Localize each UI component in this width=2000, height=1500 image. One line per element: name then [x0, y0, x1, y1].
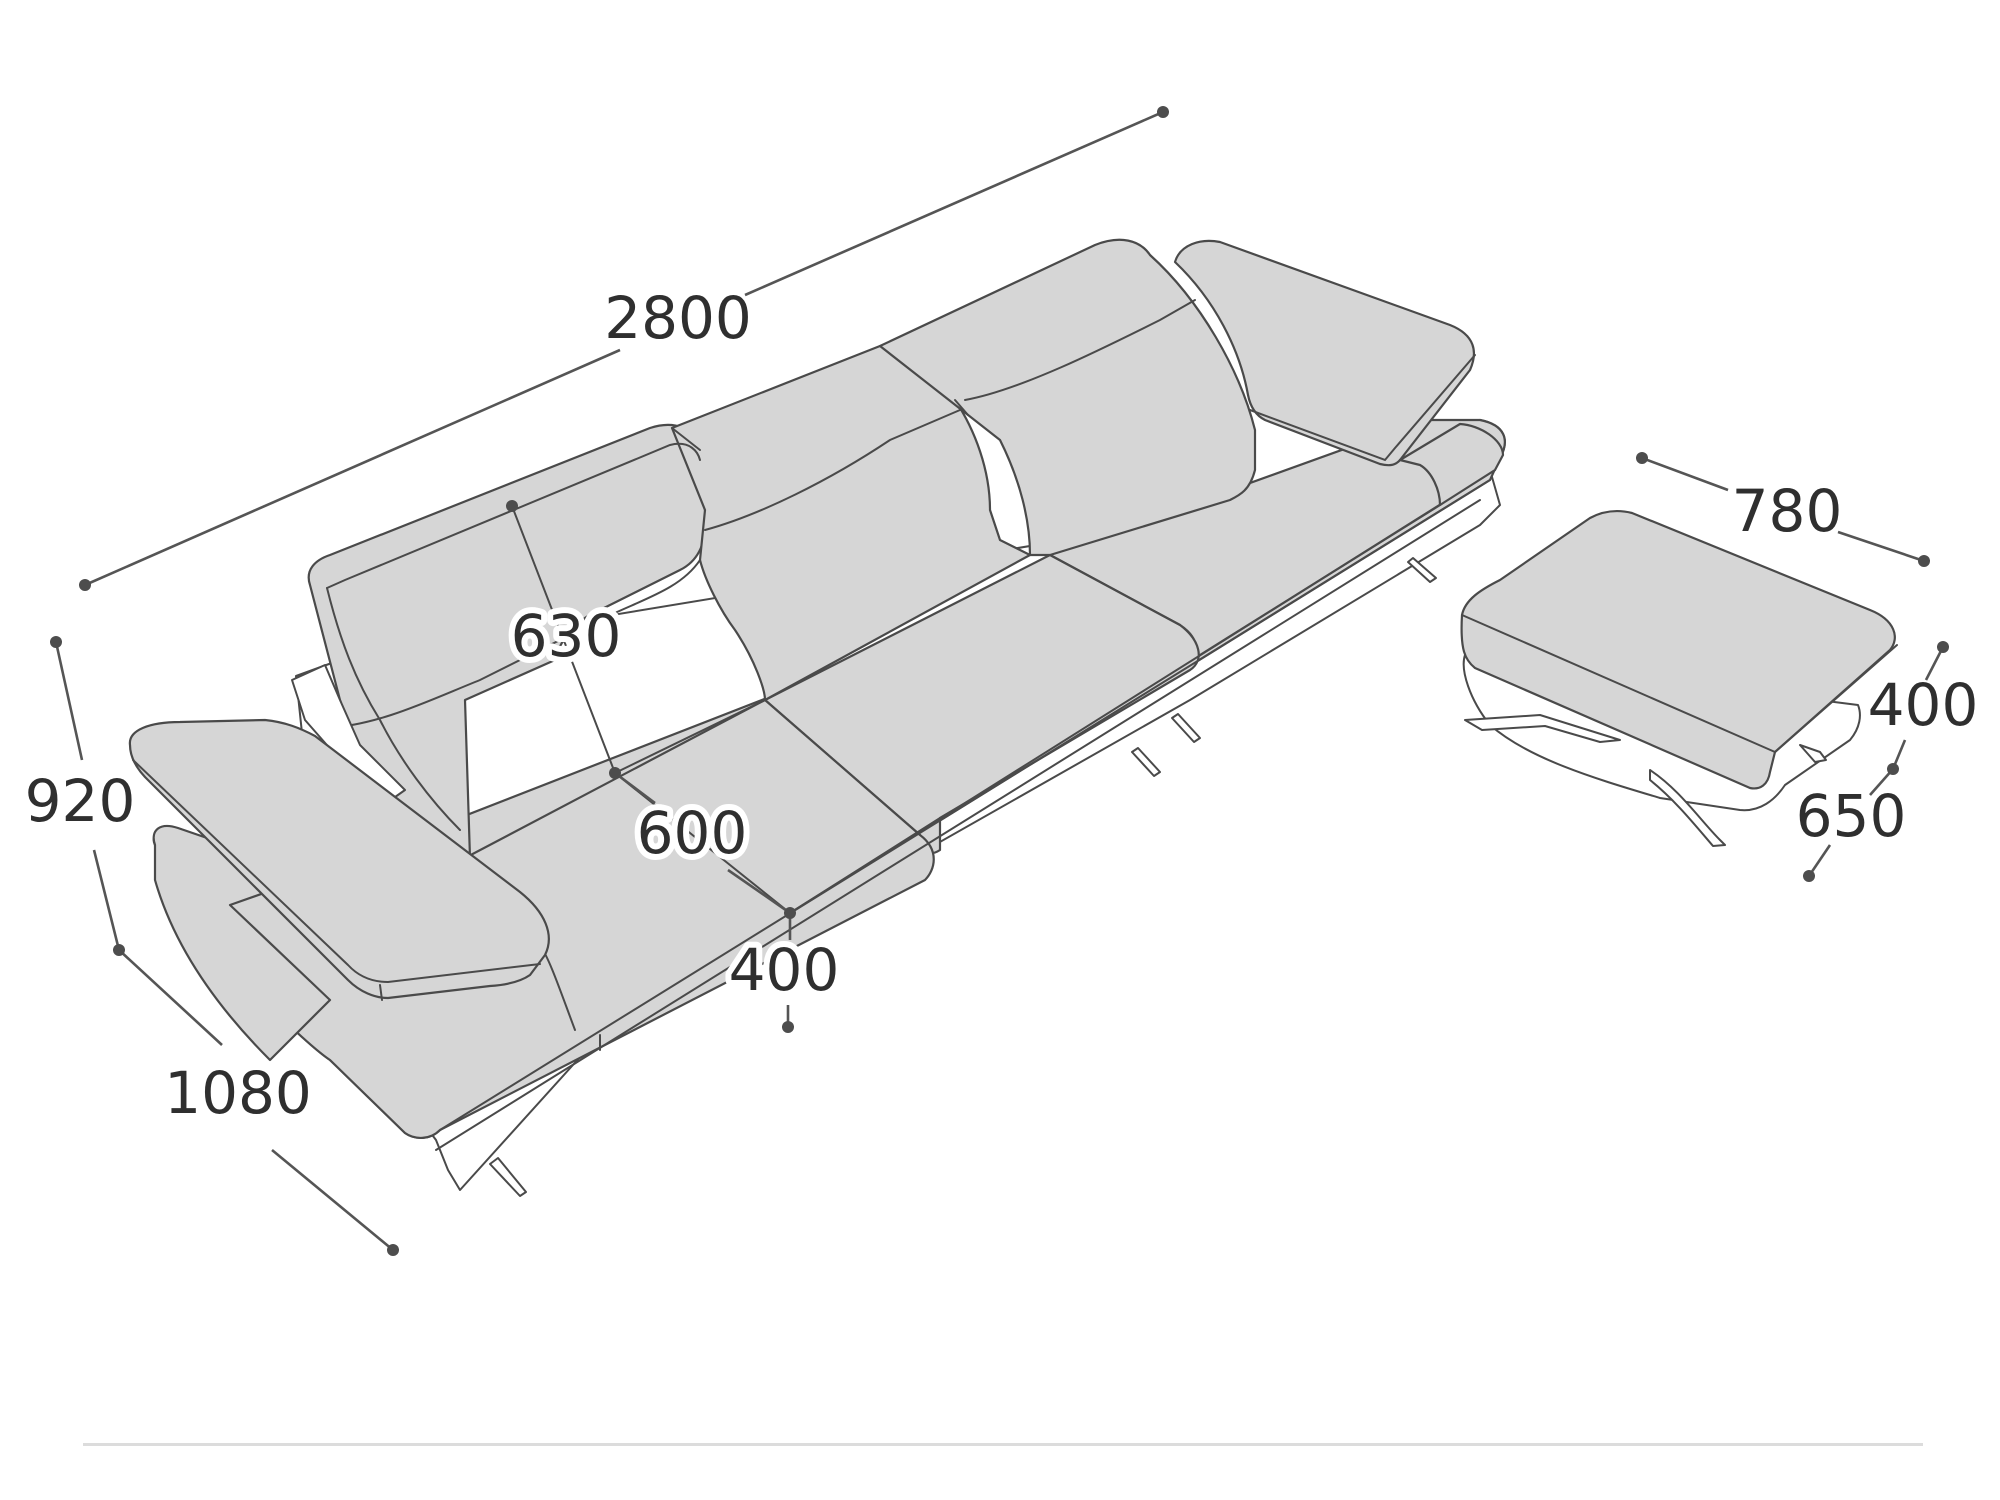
bottom-divider	[83, 1443, 1923, 1446]
armrest-left-pad	[128, 718, 550, 1000]
label-seat-height: 400	[729, 936, 840, 1004]
armrest-left-bracket	[291, 664, 406, 803]
ottoman-legs	[1464, 714, 1827, 847]
label-seat-depth: 600	[637, 799, 748, 867]
sofa-legs	[489, 557, 1437, 1197]
dimension-endpoints	[50, 106, 1949, 1256]
armrest-right	[1398, 422, 1505, 507]
ottoman-top	[1460, 510, 1896, 790]
label-total-depth: 1080	[164, 1059, 312, 1127]
label-ottoman-height: 400	[1868, 671, 1979, 739]
ottoman-drawing	[1460, 510, 1898, 847]
dimension-labels: 2800 920 1080 630 600 400 780 400 650	[25, 284, 1979, 1127]
label-total-width: 2800	[604, 284, 752, 352]
headrest-right	[1173, 239, 1475, 467]
label-ottoman-depth: 650	[1796, 782, 1907, 850]
dimension-lines	[54, 110, 1945, 1252]
sofa-drawing	[128, 238, 1506, 1197]
label-total-height: 920	[25, 767, 136, 835]
backrest-630-line	[511, 505, 616, 774]
label-backrest-height: 630	[511, 602, 622, 670]
label-ottoman-width: 780	[1732, 477, 1843, 545]
